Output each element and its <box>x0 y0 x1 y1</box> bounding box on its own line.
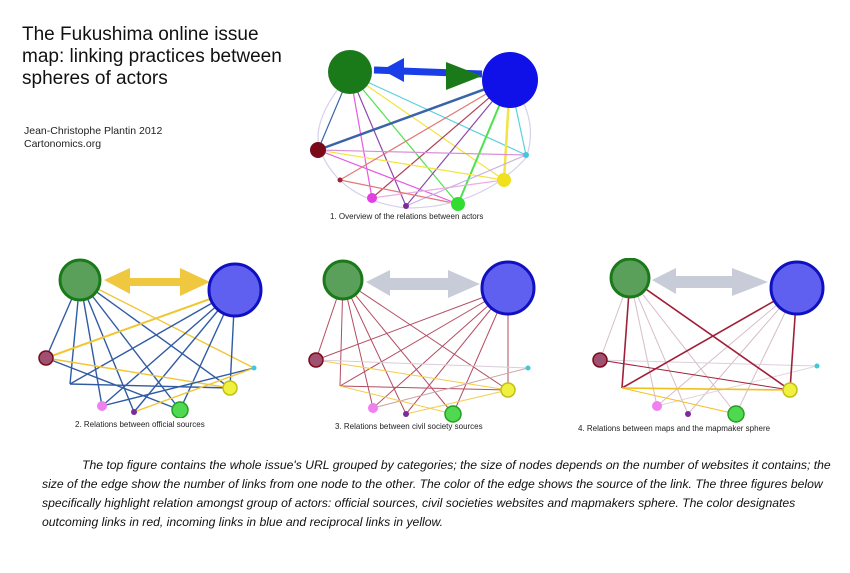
node-cyan <box>525 365 531 371</box>
node-purple <box>403 411 409 417</box>
node-purple <box>403 203 409 209</box>
mapmaker-network <box>592 258 825 423</box>
node-civil-society <box>480 260 536 316</box>
node-pink <box>367 193 377 203</box>
node-yellow <box>500 382 516 398</box>
node-official <box>322 259 364 301</box>
node-purple <box>685 411 691 417</box>
node-lime <box>451 197 465 211</box>
figure-title: The Fukushima online issue map: linking … <box>22 24 282 89</box>
node-cyan <box>523 152 529 158</box>
node-official <box>58 258 102 302</box>
node-yellow <box>497 173 511 187</box>
caption-mapmaker: 4. Relations between maps and the mapmak… <box>578 424 771 433</box>
node-cyan <box>251 365 257 371</box>
node-lime <box>727 405 745 423</box>
caption-overview: 1. Overview of the relations between act… <box>330 212 484 221</box>
node-pink <box>652 401 662 411</box>
node-maps <box>308 352 324 368</box>
node-civil-society <box>769 260 825 316</box>
node-civil-society <box>482 52 538 108</box>
node-small-red <box>337 177 343 183</box>
node-lime <box>171 401 189 418</box>
node-maps <box>38 350 54 366</box>
author-credit: Jean-Christophe Plantin 2012 <box>24 125 163 137</box>
node-yellow <box>782 382 798 398</box>
site-credit: Cartonomics.org <box>24 138 102 150</box>
civil-society-network <box>308 259 536 423</box>
caption-official: 2. Relations between official sources <box>75 420 205 429</box>
node-lime <box>444 405 462 423</box>
overview-network <box>310 50 538 211</box>
caption-civil-society: 3. Relations between civil society sourc… <box>335 422 483 431</box>
figure-description: The top figure contains the whole issue'… <box>42 458 831 529</box>
node-maps <box>310 142 326 158</box>
node-yellow <box>222 380 238 396</box>
node-civil-society <box>207 262 263 318</box>
official-sources-network <box>38 258 263 418</box>
node-official <box>609 258 651 299</box>
node-pink <box>97 401 107 411</box>
node-purple <box>131 409 137 415</box>
node-official <box>328 50 372 94</box>
credit-block: Jean-Christophe Plantin 2012 Cartonomics… <box>24 125 162 151</box>
node-cyan <box>814 363 820 369</box>
node-maps <box>592 352 608 368</box>
node-pink <box>368 403 378 413</box>
